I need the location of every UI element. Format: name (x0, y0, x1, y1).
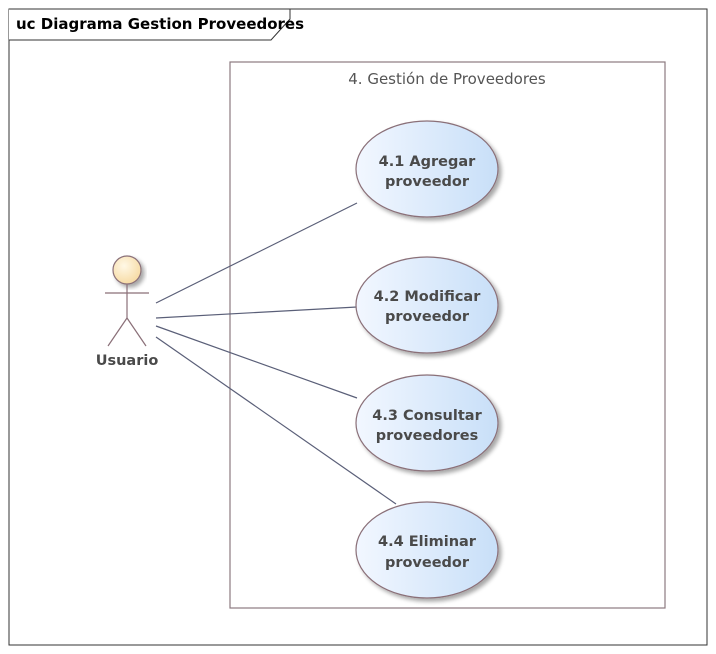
actor-body (105, 284, 149, 347)
frame-title-tab (9, 8, 291, 41)
association-line-2[interactable] (155, 306, 358, 319)
system-boundary-title: 4. Gestión de Proveedores (348, 70, 546, 88)
use-case-4-1[interactable]: 4.1 Agregar proveedor (355, 120, 499, 218)
use-case-4-2[interactable]: 4.2 Modificar proveedor (355, 256, 499, 354)
use-case-label-line1: 4.3 Consultar (372, 408, 482, 424)
association-line-1[interactable] (155, 202, 358, 304)
actor-label: Usuario (96, 353, 159, 369)
use-case-label-line2: proveedor (385, 309, 470, 325)
frame-title: uc Diagrama Gestion Proveedores (16, 15, 304, 33)
use-case-4-4[interactable]: 4.4 Eliminar proveedor (355, 501, 499, 599)
use-case-label-line1: 4.1 Agregar (379, 154, 476, 170)
use-case-4-3[interactable]: 4.3 Consultar proveedores (355, 374, 499, 472)
use-case-label-line2: proveedor (385, 174, 470, 190)
association-line-4[interactable] (155, 336, 397, 505)
use-case-label-line2: proveedores (376, 428, 479, 444)
associations (155, 202, 397, 505)
actor-head (112, 255, 142, 285)
use-case-label-line1: 4.2 Modificar (374, 289, 482, 305)
association-line-3[interactable] (155, 325, 358, 399)
use-case-label-line1: 4.4 Eliminar (378, 534, 477, 550)
use-case-label-line2: proveedor (385, 555, 470, 571)
actor-usuario[interactable]: Usuario (96, 255, 159, 369)
